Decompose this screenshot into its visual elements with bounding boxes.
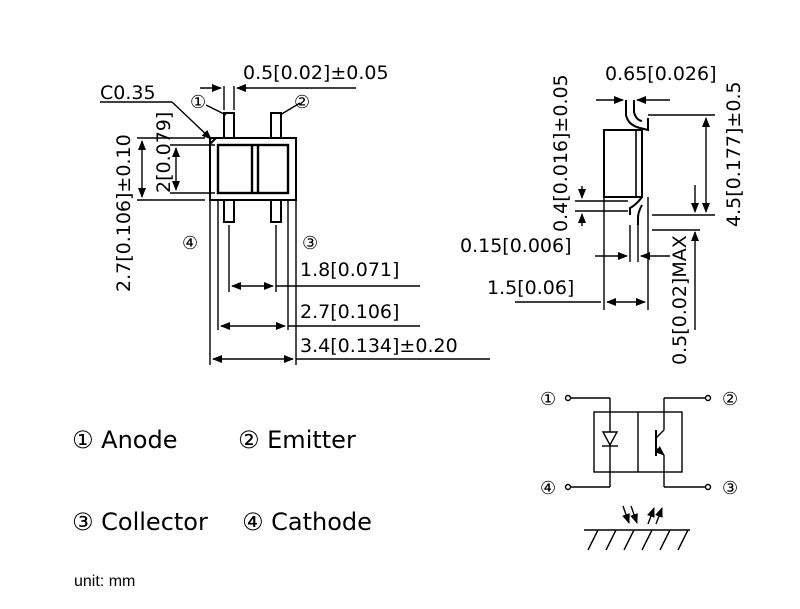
dim-lead-offset: 0.15[0.006] — [460, 235, 572, 257]
dim-body-height-inner: 2[0.079] — [153, 112, 175, 193]
top-pin-4-label: ④ — [182, 233, 198, 254]
dim-total-width: 3.4[0.134]±0.20 — [300, 335, 458, 357]
legend-anode: ① Anode — [72, 426, 177, 454]
legend-cathode: ④ Cathode — [242, 508, 372, 536]
dim-lead-top: 0.65[0.026] — [605, 63, 717, 85]
pin-3-lead — [270, 199, 282, 223]
dim-lead-length: 1.5[0.06] — [487, 277, 574, 299]
side-view — [515, 96, 715, 330]
dim-c: C0.35 — [100, 82, 156, 104]
circuit-pin-3-label: ③ — [722, 478, 738, 499]
dim-max: 0.5[0.02]MAX — [669, 235, 691, 365]
diode-symbol — [601, 431, 619, 447]
circuit-pin-1-label: ① — [540, 389, 556, 410]
top-pin-2-label: ② — [294, 92, 310, 113]
top-pin-3-label: ③ — [302, 233, 318, 254]
body-outline — [209, 137, 297, 201]
unit-label: unit: mm — [74, 573, 135, 590]
dim-pitch: 1.8[0.071] — [300, 259, 399, 281]
circuit-pin-4-label: ④ — [540, 478, 556, 499]
top-pin-1-label: ① — [190, 92, 206, 113]
pin-1-lead — [223, 112, 235, 139]
side-body — [603, 129, 643, 198]
pin-4-lead — [223, 199, 235, 223]
dim-height: 4.5[0.177]±0.5 — [723, 81, 745, 227]
dim-body-height-outer: 2.7[0.106]±0.10 — [113, 134, 135, 292]
circuit-diagram — [564, 394, 712, 551]
circuit-pin-2-label: ② — [722, 389, 738, 410]
dim-body-width: 2.7[0.106] — [300, 301, 399, 323]
pin-2-lead — [270, 112, 282, 139]
dim-pin-width: 0.5[0.02]±0.05 — [243, 62, 389, 84]
dim-lead-thickness: 0.4[0.016]±0.05 — [550, 74, 572, 232]
top-view — [100, 84, 490, 365]
legend-collector: ③ Collector — [72, 508, 208, 536]
legend-emitter: ② Emitter — [238, 426, 356, 454]
